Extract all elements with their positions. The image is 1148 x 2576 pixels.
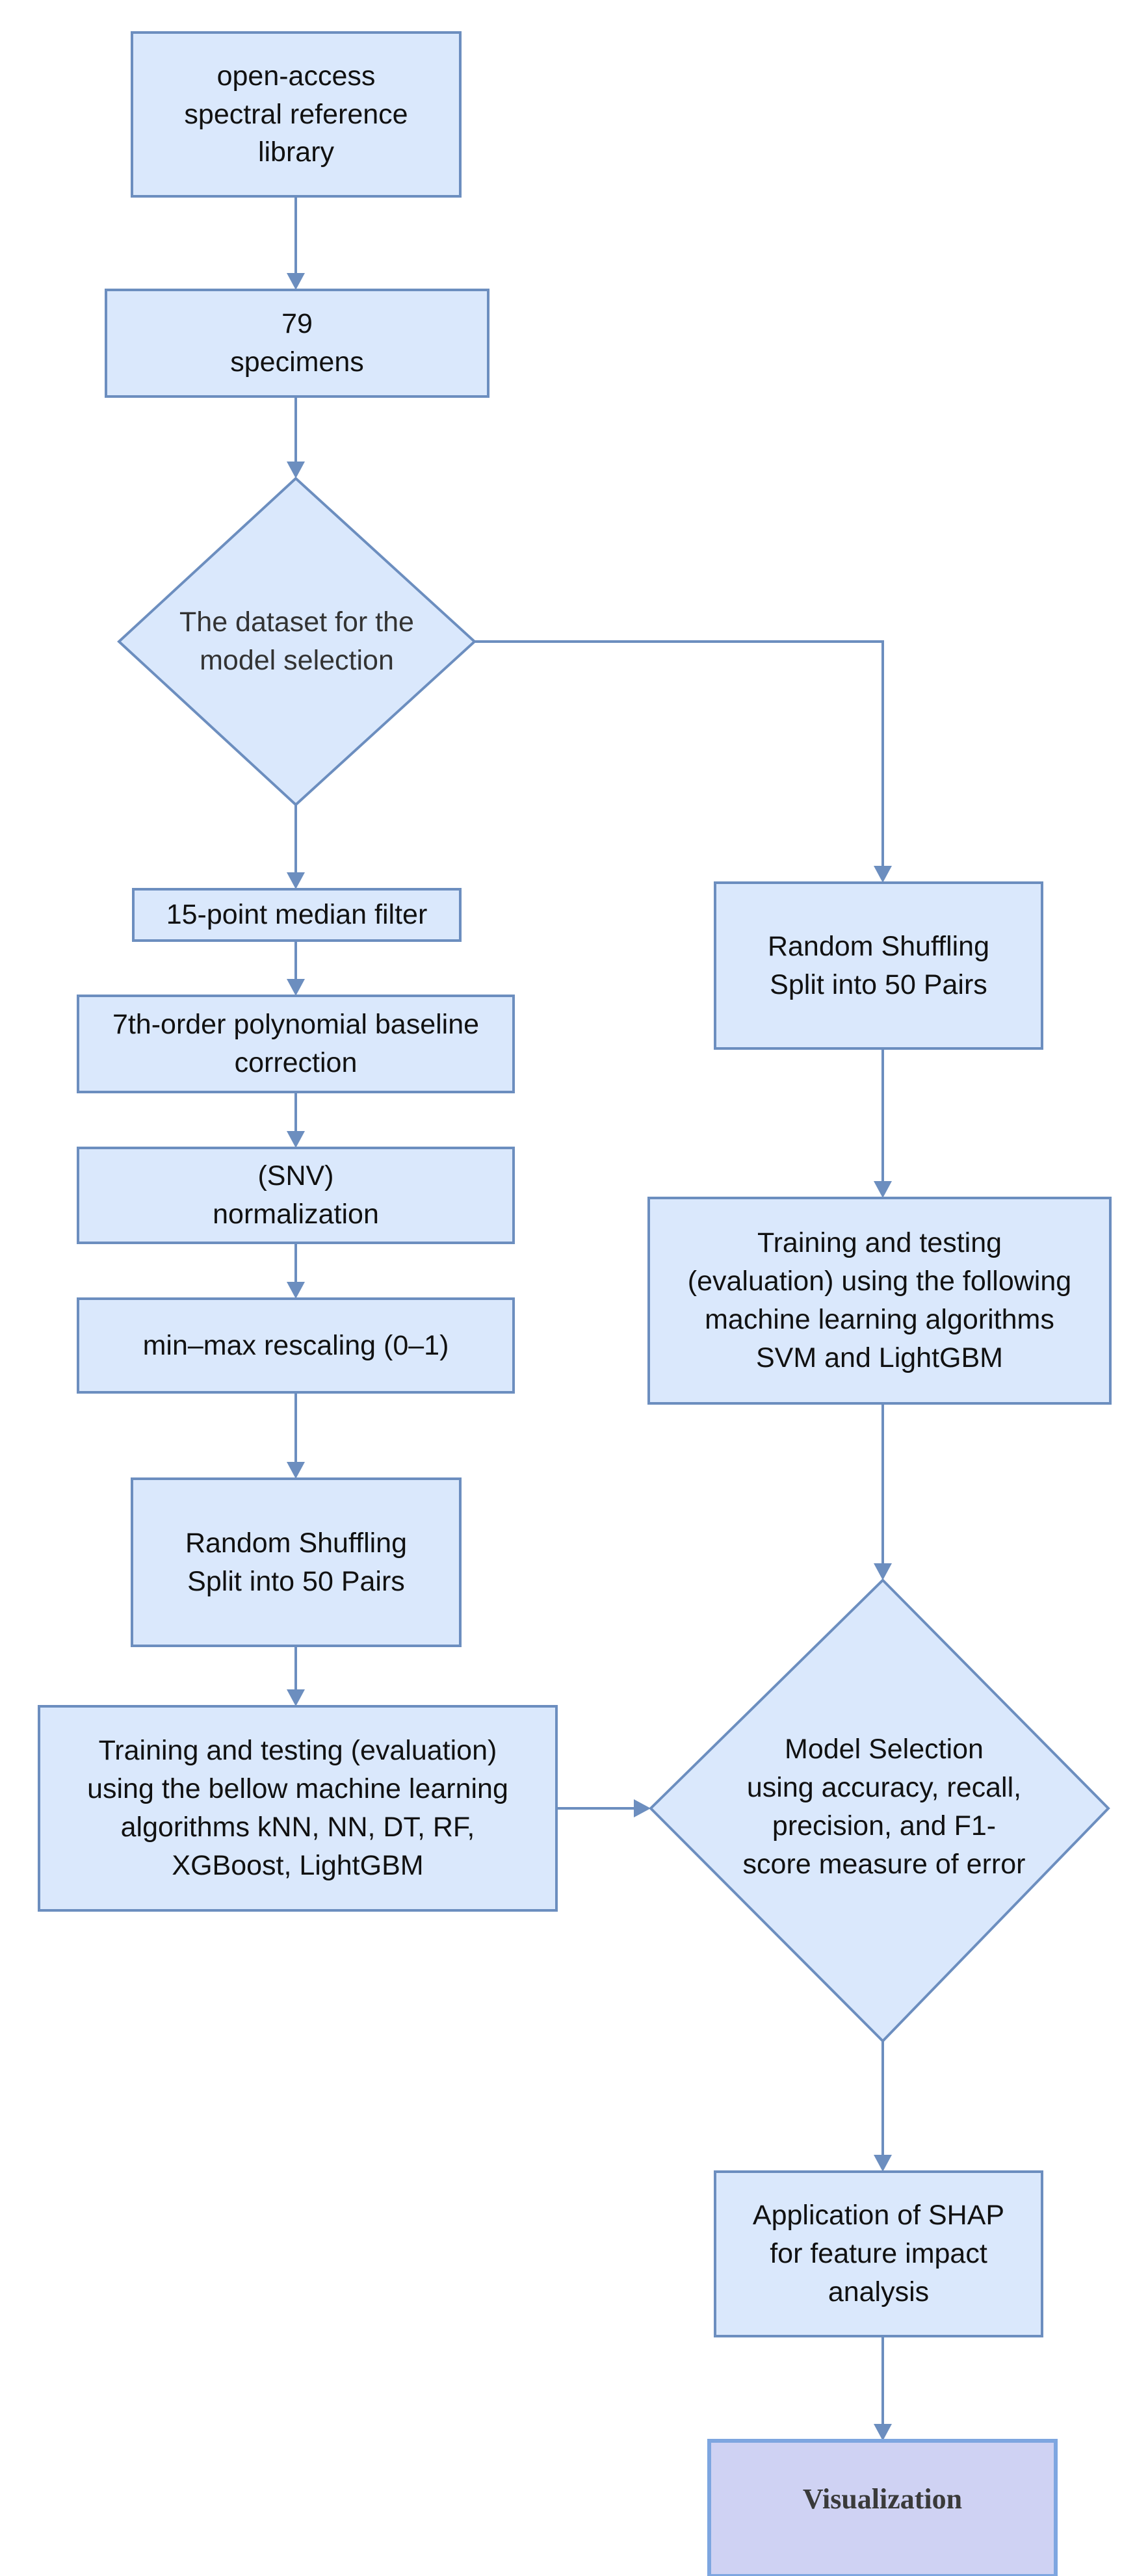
arrowhead [874, 2424, 892, 2441]
shap-line-3: analysis [828, 2276, 930, 2308]
train-left-line-1: Training and testing (evaluation) [98, 1735, 497, 1767]
baseline-correction-line-2: correction [234, 1047, 358, 1078]
arrowhead [287, 1462, 305, 1479]
train-left-line-3: algorithms kNN, NN, DT, RF, [120, 1812, 475, 1843]
visualization-line-1: Visualization [802, 2482, 963, 2515]
arrowhead [287, 1131, 305, 1148]
median-filter-box [132, 888, 462, 942]
train-left-box [38, 1705, 558, 1912]
train-right-box [647, 1197, 1112, 1405]
specimens-line-1: 79 [281, 308, 313, 340]
minmax-label: min–max rescaling (0–1) [78, 1299, 514, 1392]
shap-line-2: for feature impact [770, 2238, 987, 2270]
snv-line-1: (SNV) [257, 1160, 334, 1192]
dataset-decision-label: The dataset for the model selection [138, 585, 455, 698]
shap-box [714, 2170, 1043, 2337]
model-selection-label: Model Selection using accuracy, recall, pr… [676, 1703, 1092, 1911]
arrowhead [287, 1282, 305, 1299]
shuffle-left-line-1: Random Shuffling [185, 1527, 408, 1559]
library-line-1: open-access [216, 60, 376, 92]
visualization-label: Visualization [709, 2441, 1056, 2558]
specimens-box [105, 289, 489, 398]
train-left-label: Training and testing (evaluation) using t… [39, 1706, 556, 1910]
baseline-correction-line-1: 7th-order polynomial baseline [112, 1009, 480, 1041]
arrowhead [874, 1181, 892, 1198]
snv-box [77, 1147, 515, 1244]
library-label: open-access spectral reference library [132, 33, 460, 196]
library-line-3: library [257, 137, 335, 168]
baseline-correction-label: 7th-order polynomial baseline correction [78, 996, 514, 1092]
snv-line-2: normalization [213, 1199, 379, 1230]
visualization-box [707, 2439, 1058, 2576]
model-selection-line-4: score measure of error [742, 1848, 1026, 1880]
arrowhead [287, 462, 305, 478]
train-right-line-3: machine learning algorithms [705, 1304, 1054, 1335]
arrowhead [287, 1689, 305, 1706]
library-box [131, 31, 462, 198]
shuffle-left-box [131, 1477, 462, 1647]
specimens-line-2: specimens [230, 346, 364, 378]
train-right-line-2: (evaluation) using the following [687, 1266, 1072, 1297]
arrowhead [287, 872, 305, 889]
shuffle-right-line-2: Split into 50 Pairs [770, 969, 987, 1000]
median-filter-label: 15-point median filter [133, 889, 460, 941]
minmax-box [77, 1297, 515, 1394]
arrowhead [874, 2155, 892, 2172]
shuffle-right-box [714, 881, 1043, 1050]
shuffle-left-line-2: Split into 50 Pairs [187, 1565, 405, 1597]
train-left-line-4: XGBoost, LightGBM [172, 1849, 424, 1881]
arrowhead [287, 273, 305, 290]
edge-decision-to-shuffle-right [475, 640, 884, 871]
arrowhead [874, 866, 892, 883]
baseline-correction-box [77, 995, 515, 1093]
median-filter-line-1: 15-point median filter [166, 899, 428, 931]
dataset-decision-diamond [117, 476, 476, 807]
train-left-line-2: using the bellow machine learning [87, 1773, 508, 1805]
model-selection-diamond [649, 1578, 1110, 2043]
library-line-2: spectral reference [184, 98, 408, 130]
train-right-label: Training and testing (evaluation) using t… [649, 1198, 1110, 1403]
train-right-line-1: Training and testing [757, 1227, 1002, 1259]
shuffle-right-line-1: Random Shuffling [767, 930, 990, 962]
arrowhead [634, 1799, 651, 1817]
minmax-line-1: min–max rescaling (0–1) [142, 1329, 449, 1361]
specimens-label: 79 specimens [106, 290, 488, 397]
shap-label: Application of SHAP for feature impact ana… [715, 2172, 1042, 2336]
shap-line-1: Application of SHAP [752, 2200, 1005, 2231]
train-right-line-4: SVM and LightGBM [755, 1342, 1003, 1373]
model-selection-line-2: using accuracy, recall, [746, 1772, 1022, 1804]
dataset-decision-line-2: model selection [200, 645, 394, 676]
model-selection-line-3: precision, and F1- [772, 1810, 997, 1841]
dataset-decision-line-1: The dataset for the [179, 606, 414, 638]
arrowhead [874, 1563, 892, 1580]
snv-label: (SNV) normalization [78, 1148, 514, 1243]
model-selection-line-1: Model Selection [785, 1734, 984, 1765]
arrowhead [287, 979, 305, 996]
